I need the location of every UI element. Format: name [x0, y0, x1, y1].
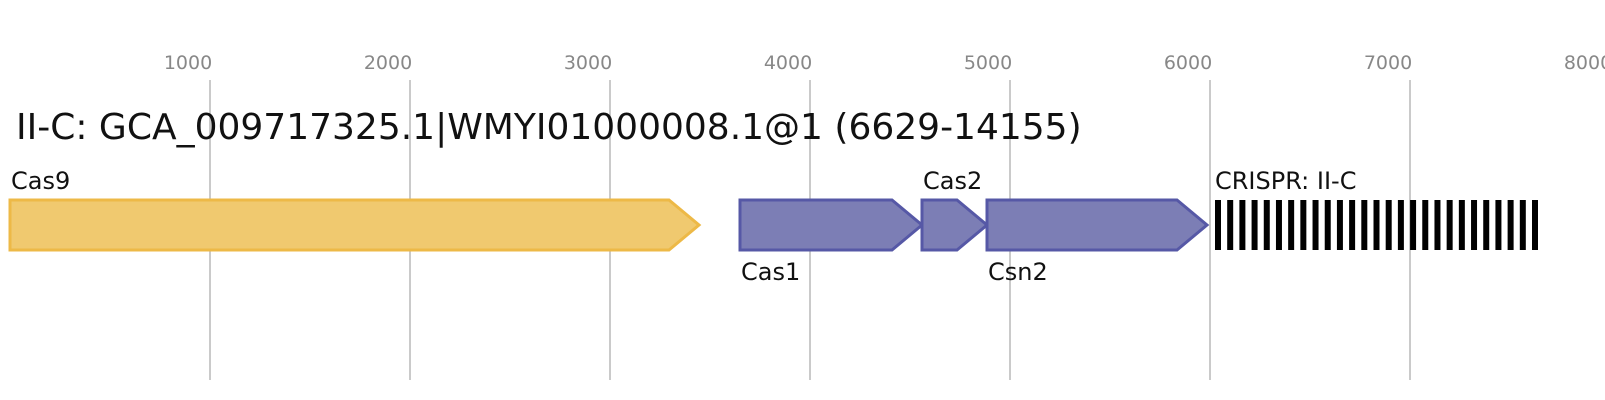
gene-arrow-cas2 — [920, 198, 990, 252]
crispr-repeat — [1519, 200, 1526, 250]
gene-arrow-csn2 — [985, 198, 1210, 252]
gene-arrow-cas9 — [8, 198, 702, 252]
crispr-repeat — [1227, 200, 1234, 250]
crispr-repeat — [1507, 200, 1514, 250]
crispr-repeat — [1458, 200, 1465, 250]
crispr-repeat — [1324, 200, 1331, 250]
crispr-array: CRISPR: II-C — [1215, 167, 1538, 250]
gene-label-cas2: Cas2 — [923, 167, 982, 195]
crispr-repeat — [1446, 200, 1453, 250]
gene-label-cas9: Cas9 — [11, 167, 70, 195]
tick-label: 4000 — [764, 52, 812, 74]
crispr-repeat — [1288, 200, 1295, 250]
crispr-repeat — [1422, 200, 1429, 250]
crispr-repeat — [1336, 200, 1343, 250]
crispr-label: CRISPR: II-C — [1215, 167, 1356, 195]
crispr-repeat — [1239, 200, 1246, 250]
crispr-repeat — [1495, 200, 1502, 250]
tick-label: 3000 — [564, 52, 612, 74]
tick-label: 7000 — [1364, 52, 1412, 74]
crispr-repeat — [1361, 200, 1368, 250]
gene-label-csn2: Csn2 — [988, 258, 1048, 286]
crispr-repeat — [1385, 200, 1392, 250]
crispr-repeat — [1300, 200, 1307, 250]
crispr-repeat — [1312, 200, 1319, 250]
crispr-repeat — [1349, 200, 1356, 250]
tick-label: 6000 — [1164, 52, 1212, 74]
crispr-repeat — [1263, 200, 1270, 250]
tick-label: 8000 — [1564, 52, 1605, 74]
axis-tick-labels: 1000 2000 3000 4000 5000 6000 7000 8000 — [164, 52, 1605, 74]
crispr-repeat — [1397, 200, 1404, 250]
diagram-title: II-C: GCA_009717325.1|WMYI01000008.1@1 (… — [16, 107, 1082, 148]
crispr-repeat — [1434, 200, 1441, 250]
gene-arrow-cas1 — [738, 198, 925, 252]
tick-label: 5000 — [964, 52, 1012, 74]
gene-label-cas1: Cas1 — [741, 258, 800, 286]
crispr-repeat — [1532, 200, 1538, 250]
crispr-repeat — [1215, 200, 1221, 250]
crispr-repeat — [1251, 200, 1258, 250]
crispr-repeat — [1483, 200, 1490, 250]
crispr-repeat — [1410, 200, 1417, 250]
tick-label: 1000 — [164, 52, 212, 74]
crispr-repeat — [1275, 200, 1282, 250]
crispr-repeat — [1373, 200, 1380, 250]
tick-label: 2000 — [364, 52, 412, 74]
crispr-repeat — [1471, 200, 1478, 250]
